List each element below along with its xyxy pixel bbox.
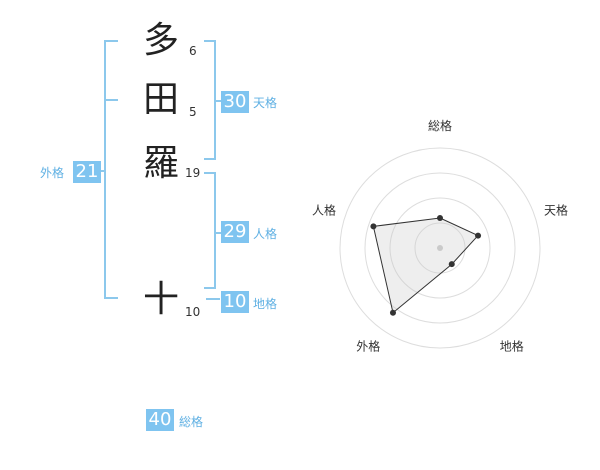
radar-axis-label: 天格	[544, 202, 568, 217]
gaikaku-label: 外格	[40, 166, 65, 180]
stroke-count-1: 6	[189, 44, 197, 58]
soukaku-badge: 40	[146, 409, 174, 431]
name-char-4: 十	[142, 279, 179, 320]
name-char-2: 田	[142, 79, 179, 120]
radar-ring	[414, 222, 466, 274]
radar-point-4	[389, 309, 396, 316]
stroke-count-3: 19	[185, 166, 201, 180]
chikaku-label: 地格	[253, 297, 278, 311]
radar-point-2	[475, 232, 482, 239]
radar-ring	[339, 147, 541, 349]
chikaku-badge: 10	[221, 291, 249, 313]
tenkaku-label: 天格	[253, 96, 278, 110]
stroke-count-4: 10	[185, 305, 201, 319]
radar-ring	[364, 172, 516, 324]
radar-point-3	[448, 261, 455, 268]
radar-center	[437, 245, 443, 251]
name-char-1: 多	[142, 20, 179, 61]
name-char-3: 羅	[142, 143, 179, 184]
radar-series-area	[372, 217, 479, 314]
radar-axis-label: 外格	[356, 339, 380, 354]
radar-axis-label: 人格	[312, 202, 336, 217]
stroke-count-2: 5	[189, 105, 197, 119]
radar-point-5	[370, 223, 377, 230]
gaikaku-badge: 21	[73, 161, 101, 183]
soukaku-label: 総格	[179, 415, 204, 429]
radar-ring	[389, 197, 491, 299]
radar-axis-label: 総格	[428, 118, 452, 133]
jinkaku-badge: 29	[221, 221, 249, 243]
radar-axis-label: 地格	[500, 339, 524, 354]
jinkaku-label: 人格	[253, 227, 278, 241]
tenkaku-badge: 30	[221, 91, 249, 113]
radar-point-1	[437, 215, 443, 221]
